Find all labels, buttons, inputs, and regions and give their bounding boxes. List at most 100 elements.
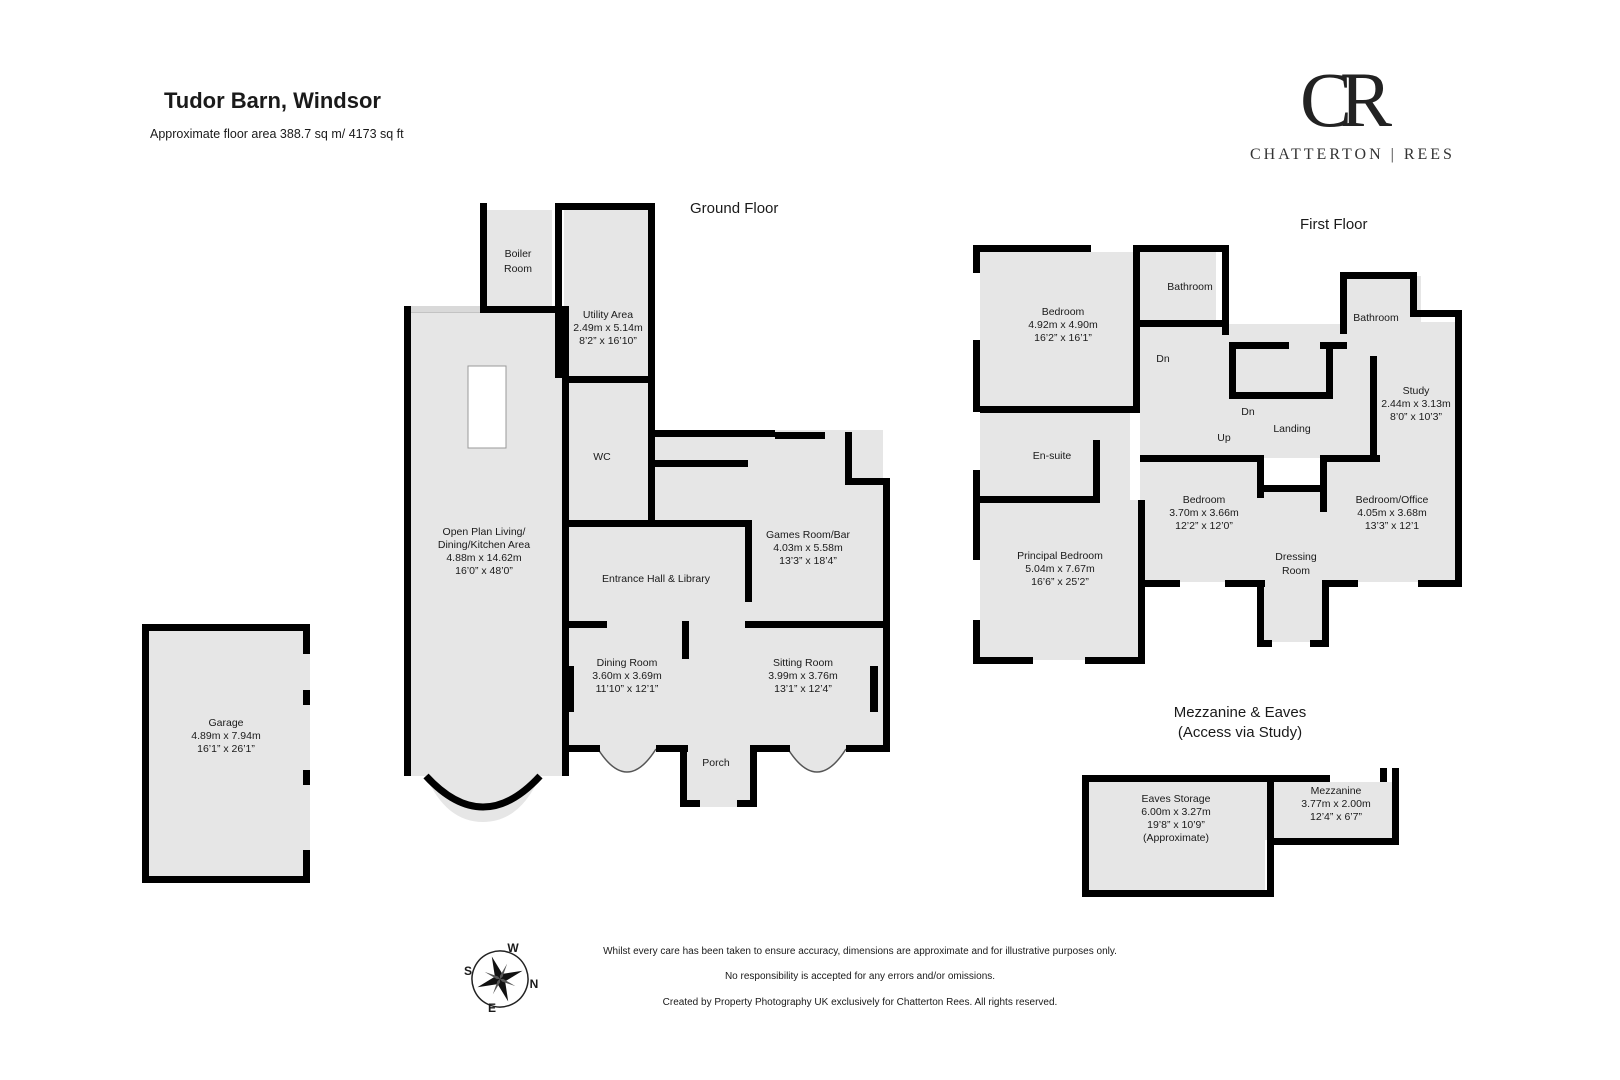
mezzanine-imperial: 12’4” x 6’7” [1310, 811, 1362, 823]
bedroom-office-label: Bedroom/Office [1356, 494, 1429, 506]
mezzanine-label: Mezzanine [1311, 785, 1362, 797]
ground-floor-plan [142, 203, 890, 883]
open-plan-label: Open Plan Living/ [443, 526, 526, 538]
compass-w: W [507, 941, 519, 955]
bedroom-office-area [1322, 458, 1460, 582]
study-area [1376, 322, 1460, 458]
first-floor-walls [973, 245, 1462, 664]
ensuite-label: En-suite [1033, 450, 1072, 462]
mezzanine-area [1265, 782, 1395, 840]
boiler-room [484, 210, 552, 308]
games-room-metric: 4.03m x 5.58m [773, 542, 843, 554]
stairs-up: Up [1217, 432, 1231, 444]
boiler-label-2: Room [504, 263, 532, 275]
entrance-hall [565, 524, 745, 624]
dining-room-metric: 3.60m x 3.69m [592, 670, 662, 682]
dressing-room-label-2: Room [1282, 565, 1310, 577]
kitchen-bay-wall [423, 773, 543, 811]
utility-imperial: 8’2” x 16’10” [579, 335, 637, 347]
principal-bedroom-label: Principal Bedroom [1017, 550, 1103, 562]
first-floor-plan [973, 245, 1462, 897]
wc-area [565, 376, 655, 524]
eaves-note: (Approximate) [1143, 832, 1209, 844]
bedroom-1-metric: 4.92m x 4.90m [1028, 319, 1098, 331]
dining-room-label: Dining Room [597, 657, 658, 669]
games-room-label: Games Room/Bar [766, 529, 851, 541]
brand-monogram: CR [1299, 56, 1392, 143]
ground-floor-walls [142, 203, 890, 883]
porch-label: Porch [702, 757, 730, 769]
study-metric: 2.44m x 3.13m [1381, 398, 1451, 410]
utility-area [564, 210, 652, 376]
wc-label: WC [593, 451, 611, 463]
garage-area [142, 628, 310, 882]
sitting-room-imperial: 13’1” x 12’4” [774, 683, 832, 695]
mezzanine-heading-line1: Mezzanine & Eaves [1173, 704, 1307, 721]
sitting-bay-window [787, 748, 847, 773]
bedroom-2-metric: 3.70m x 3.66m [1169, 507, 1239, 519]
sitting-room-metric: 3.99m x 3.76m [768, 670, 838, 682]
brand-name: CHATTERTON | REES [1250, 146, 1455, 163]
dining-room-imperial: 11’10” x 12’1” [596, 683, 659, 695]
bedroom-1-label: Bedroom [1042, 306, 1085, 318]
dressing-room-area [1260, 488, 1322, 642]
garage-metric: 4.89m x 7.94m [191, 730, 261, 742]
stairs-dn-1: Dn [1156, 353, 1170, 365]
open-plan-metric: 4.88m x 14.62m [446, 552, 522, 564]
open-plan-living [410, 312, 565, 822]
eaves-storage-area [1085, 782, 1265, 894]
utility-label: Utility Area [583, 309, 633, 321]
open-plan-label-2: Dining/Kitchen Area [438, 539, 530, 551]
compass-e: E [488, 1001, 496, 1015]
ensuite-area [980, 410, 1130, 500]
open-plan-imperial: 16’0” x 48’0” [455, 565, 513, 577]
bathroom-2-label: Bathroom [1353, 312, 1399, 324]
bedroom-1-imperial: 16’2” x 16’1” [1034, 332, 1092, 344]
bedroom-office-imperial: 13’3” x 12’1 [1365, 520, 1419, 532]
bedroom-1-area [980, 252, 1140, 410]
mezzanine-heading: Mezzanine & Eaves (Access via Study) [1140, 703, 1340, 743]
kitchen-island [467, 365, 507, 449]
entrance-hall-label: Entrance Hall & Library [602, 573, 711, 585]
garage-imperial: 16’1” x 26’1” [197, 743, 255, 755]
utility-metric: 2.49m x 5.14m [573, 322, 643, 334]
bedroom-2-imperial: 12’2” x 12’0” [1175, 520, 1233, 532]
compass-n: N [530, 977, 539, 991]
floor-area-subtitle: Approximate floor area 388.7 sq m/ 4173 … [150, 127, 404, 141]
mezzanine-heading-line2: (Access via Study) [1177, 724, 1303, 741]
compass-rose-icon [471, 950, 529, 1008]
first-floor-heading: First Floor [1300, 216, 1368, 233]
bedroom-office-metric: 4.05m x 3.68m [1357, 507, 1427, 519]
brand-logo: CR CHATTERTON | REES [1250, 56, 1455, 164]
sitting-room-label: Sitting Room [773, 657, 833, 669]
ground-floor-heading: Ground Floor [690, 200, 779, 217]
mezzanine-metric: 3.77m x 2.00m [1301, 798, 1371, 810]
games-room-imperial: 13’3” x 18’4” [779, 555, 837, 567]
stairs-dn-2: Dn [1241, 406, 1255, 418]
page-title: Tudor Barn, Windsor [164, 88, 381, 113]
principal-bedroom-area [980, 500, 1140, 660]
eaves-imperial: 19’8” x 10’9” [1147, 819, 1205, 831]
boiler-label: Boiler [505, 248, 532, 260]
eaves-label: Eaves Storage [1142, 793, 1211, 805]
principal-bedroom-metric: 5.04m x 7.67m [1025, 563, 1095, 575]
study-imperial: 8’0” x 10’3” [1390, 411, 1442, 423]
landing-label: Landing [1273, 423, 1311, 435]
dressing-room-label: Dressing [1275, 551, 1317, 563]
disclaimer-line-1: Whilst every care has been taken to ensu… [603, 946, 1117, 957]
dining-bay-window [597, 748, 657, 773]
bathroom-1-label: Bathroom [1167, 281, 1213, 293]
mezzanine-walls [1082, 768, 1399, 897]
disclaimer-line-2: No responsibility is accepted for any er… [724, 971, 996, 982]
bedroom-2-label: Bedroom [1183, 494, 1226, 506]
disclaimer-line-3: Created by Property Photography UK exclu… [662, 997, 1058, 1008]
garage-label: Garage [208, 717, 243, 729]
bathroom-1-area [1140, 252, 1216, 324]
porch-area [682, 749, 752, 807]
eaves-metric: 6.00m x 3.27m [1141, 806, 1211, 818]
principal-bedroom-imperial: 16’6” x 25’2” [1031, 576, 1089, 588]
study-label: Study [1403, 385, 1431, 397]
bathroom-2-area [1346, 276, 1421, 328]
bedroom-2-area [1140, 458, 1260, 582]
compass-s: S [464, 964, 472, 978]
